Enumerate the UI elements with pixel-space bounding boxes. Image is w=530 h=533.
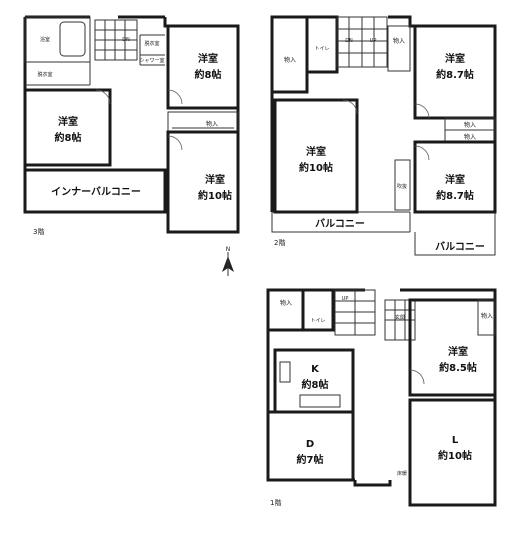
- room-3f-left-label: 洋室: [58, 115, 78, 128]
- storage-2f-top-label: 物入: [393, 37, 405, 45]
- balcony-2f-small-label: バルコニー: [435, 241, 485, 253]
- floor-2-label: 2階: [274, 238, 285, 247]
- compass-north-label: N: [226, 246, 231, 253]
- room-2f-center-label: 洋室: [306, 145, 326, 158]
- toilet-2f-label: トイレ: [314, 46, 329, 52]
- room-3f-br-size: 約10帖: [198, 189, 232, 202]
- dining-label: D: [306, 439, 314, 450]
- dressing-label: 脱衣室: [37, 71, 52, 78]
- storage-1f-tl-label: 物入: [280, 299, 292, 307]
- stair-2f-up-label: UP: [370, 38, 377, 44]
- compass: N: [222, 246, 234, 276]
- room-2f-tr-label: 洋室: [445, 52, 465, 65]
- storage-2f-tl-label: 物入: [284, 56, 296, 64]
- kitchen-label: K: [311, 364, 320, 375]
- floor-1-label: 1階: [270, 498, 281, 507]
- toilet-1f-label: トイレ: [310, 318, 325, 324]
- room-2f-br-size: 約8.7帖: [436, 189, 474, 202]
- floor-3: 浴室 脱衣室 DN 脱衣室 シャワー室 洋室 約8帖 洋室 約8帖 物入 洋室 …: [23, 15, 240, 236]
- stairs-2f: [336, 16, 388, 68]
- floor-heating-label: 床暖: [397, 470, 407, 477]
- living-label: L: [452, 435, 459, 446]
- kitchen-size: 約8帖: [302, 378, 329, 391]
- storage-2f-r1-label: 物入: [464, 121, 476, 129]
- stair-1f-up-label: UP: [342, 296, 349, 302]
- dining-size: 約7帖: [297, 453, 324, 466]
- room-3f-tr-label: 洋室: [198, 52, 218, 65]
- inner-balcony-label: インナーバルコニー: [51, 186, 141, 198]
- floor-3-label: 3階: [33, 227, 44, 236]
- bath-label: 浴室: [40, 36, 50, 43]
- stairs-3f: [94, 19, 138, 61]
- room-1f-r-label: 洋室: [448, 345, 468, 358]
- storage-1f-r-label: 物入: [481, 312, 493, 320]
- fukinuke-label: 吹抜: [397, 183, 407, 190]
- stair-dn-label: DN: [122, 37, 130, 43]
- room-3f-tr-size: 約8帖: [195, 68, 222, 81]
- stairs-1f: [334, 289, 376, 336]
- storage-2f-r2-label: 物入: [464, 133, 476, 141]
- balcony-2f-main-label: バルコニー: [315, 218, 365, 230]
- closet-small-label: 脱衣室: [144, 40, 159, 47]
- room-2f-br-label: 洋室: [445, 173, 465, 186]
- stair-2f-dn-label: DN: [345, 38, 353, 44]
- room-2f-center-size: 約10帖: [299, 161, 333, 174]
- storage-3f-label: 物入: [206, 120, 218, 128]
- room-3f-left-size: 約8帖: [55, 131, 82, 144]
- entrance-label: 玄関: [395, 314, 405, 321]
- floor-1: 物入 トイレ UP 玄関 物入 K 約8帖 洋室 約8.5帖 D 約7帖 L 約…: [266, 288, 497, 507]
- room-3f-br-label: 洋室: [205, 173, 225, 186]
- living-size: 約10帖: [438, 449, 472, 462]
- room-1f-r-size: 約8.5帖: [439, 361, 477, 374]
- floor-2: 物入 トイレ DN UP 物入 洋室 約10帖 洋室 約8.7帖 物入 物入 洋…: [270, 15, 497, 256]
- shower-label: シャワー室: [139, 57, 164, 64]
- room-2f-tr-size: 約8.7帖: [436, 68, 474, 81]
